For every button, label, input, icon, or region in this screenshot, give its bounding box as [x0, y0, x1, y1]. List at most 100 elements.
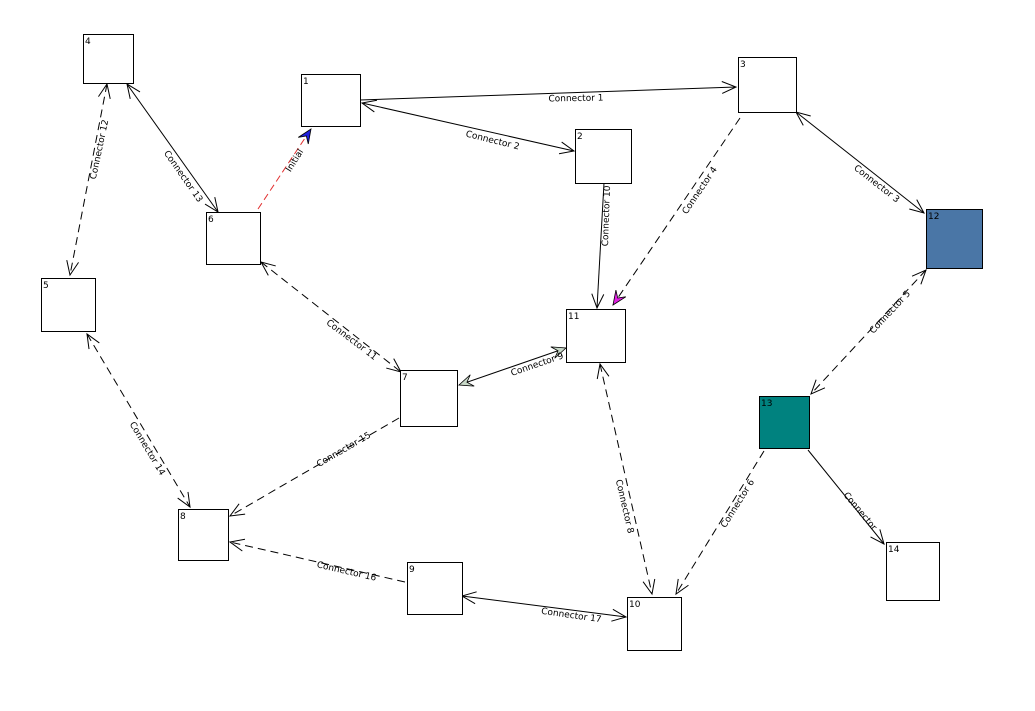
- node-box: [926, 209, 983, 269]
- node-13[interactable]: 13: [759, 396, 810, 449]
- arrowhead-icon: [360, 99, 378, 113]
- node-box: [83, 34, 134, 84]
- edge-c6[interactable]: Connector 6: [675, 450, 765, 596]
- arrowhead-icon: [675, 578, 689, 596]
- edge-c15[interactable]: Connector 15: [228, 417, 400, 517]
- edge-c13[interactable]: Connector 13: [126, 82, 219, 214]
- node-label: 6: [208, 215, 214, 225]
- edge-line: [795, 111, 925, 214]
- node-box: [566, 309, 626, 363]
- arrowhead-icon: [228, 503, 246, 517]
- node-box: [400, 370, 458, 427]
- edge-line: [612, 117, 741, 306]
- arrowhead-icon: [591, 293, 605, 310]
- edge-line: [86, 333, 191, 508]
- node-10[interactable]: 10: [627, 597, 682, 651]
- node-12[interactable]: 12: [926, 209, 983, 269]
- edge-label: Connector 3: [851, 164, 901, 206]
- edge-c14[interactable]: Connector 14: [86, 332, 191, 509]
- node-box: [575, 129, 632, 184]
- node-4[interactable]: 4: [83, 34, 134, 84]
- edge-label: Connector 14: [127, 420, 167, 477]
- edge-label: Connector 5: [868, 289, 913, 336]
- edge-line: [126, 83, 219, 213]
- arrowhead-icon: [66, 260, 79, 277]
- node-5[interactable]: 5: [41, 278, 96, 332]
- node-6[interactable]: 6: [206, 212, 261, 265]
- edge-label: Connector 6: [719, 478, 757, 530]
- node-box: [627, 597, 682, 651]
- node-label: 12: [928, 212, 939, 222]
- arrowhead-icon: [810, 379, 826, 395]
- edge-label: Connector 10: [601, 185, 613, 246]
- edge-line: [69, 83, 108, 276]
- node-box: [41, 278, 96, 332]
- edge-c2[interactable]: Connector 2: [360, 99, 576, 155]
- edge-init[interactable]: Initial: [257, 128, 312, 210]
- node-label: 10: [629, 600, 641, 610]
- node-11[interactable]: 11: [566, 309, 626, 363]
- edge-c9[interactable]: Connector 9: [458, 346, 567, 387]
- node-label: 7: [402, 373, 408, 383]
- edge-label: Connector 1: [548, 94, 603, 105]
- node-box: [301, 74, 361, 127]
- node-box: [738, 57, 797, 113]
- edge-line: [260, 261, 402, 373]
- arrowhead-icon: [642, 578, 656, 596]
- node-2[interactable]: 2: [575, 129, 632, 184]
- edge-line: [229, 541, 406, 583]
- edge-line: [229, 417, 400, 517]
- edge-line: [596, 182, 605, 309]
- node-label: 2: [577, 132, 583, 142]
- arrowhead-icon: [909, 199, 925, 214]
- node-label: 9: [409, 565, 415, 575]
- edge-line: [257, 128, 312, 210]
- edge-line: [599, 363, 653, 595]
- edge-label: Connector 15: [315, 431, 373, 470]
- arrowhead-icon: [558, 141, 576, 155]
- arrowhead-icon: [550, 346, 567, 359]
- arrowhead-icon: [86, 332, 100, 350]
- edge-c8[interactable]: Connector 8: [596, 362, 656, 596]
- arrowhead-icon: [98, 82, 111, 99]
- arrowhead-icon: [611, 608, 628, 622]
- edge-label: Connector 16: [316, 560, 378, 583]
- node-9[interactable]: 9: [407, 562, 463, 615]
- edge-c10[interactable]: Connector 10: [591, 182, 613, 310]
- edge-line: [359, 86, 737, 101]
- node-1[interactable]: 1: [301, 74, 361, 127]
- node-label: 14: [888, 545, 900, 555]
- arrowhead-icon: [612, 289, 627, 306]
- node-8[interactable]: 8: [178, 509, 229, 561]
- node-14[interactable]: 14: [886, 542, 940, 601]
- edge-c3[interactable]: Connector 3: [795, 111, 925, 214]
- node-box: [886, 542, 940, 601]
- arrowhead-icon: [177, 491, 191, 509]
- node-3[interactable]: 3: [738, 57, 797, 113]
- edge-c11[interactable]: Connector 11: [260, 261, 402, 373]
- node-box: [178, 509, 229, 561]
- edge-line: [810, 269, 927, 395]
- edge-c7[interactable]: Connector: [807, 449, 885, 545]
- node-label: 3: [740, 60, 746, 70]
- node-box: [759, 396, 810, 449]
- edge-c4[interactable]: Connector 4: [612, 117, 741, 306]
- node-7[interactable]: 7: [400, 370, 458, 427]
- arrowhead-icon: [458, 374, 475, 387]
- edge-label: Connector 12: [89, 119, 111, 180]
- node-box: [206, 212, 261, 265]
- node-box: [407, 562, 463, 615]
- edge-c16[interactable]: Connector 16: [228, 538, 406, 584]
- node-label: 13: [761, 399, 772, 409]
- edge-c1[interactable]: Connector 1: [359, 81, 738, 105]
- edge-line: [361, 102, 575, 152]
- arrowhead-icon: [228, 538, 246, 552]
- edge-c5[interactable]: Connector 5: [810, 269, 927, 395]
- edge-c17[interactable]: Connector 17: [460, 591, 628, 625]
- edge-label: Connector 13: [161, 149, 204, 204]
- edge-line: [458, 347, 567, 386]
- edge-c12[interactable]: Connector 12: [66, 82, 111, 277]
- edge-line: [675, 450, 765, 595]
- arrowhead-icon: [298, 128, 312, 145]
